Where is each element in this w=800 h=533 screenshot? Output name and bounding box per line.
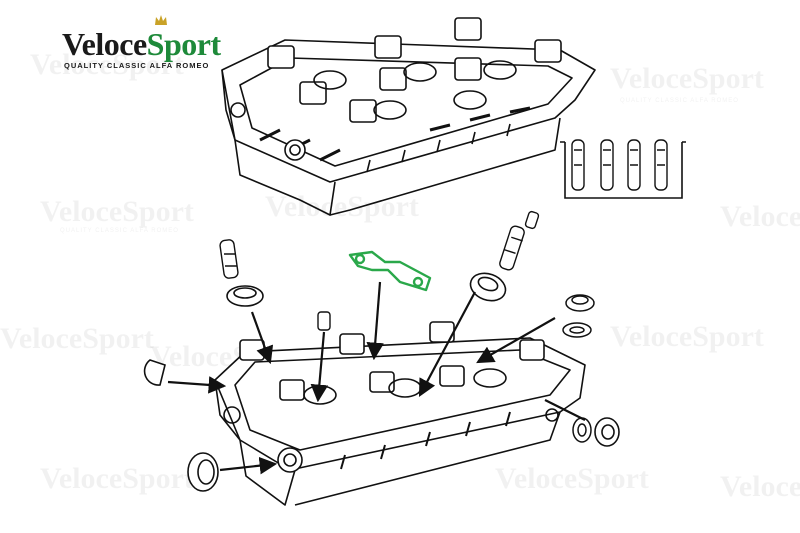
brand-name-part2: Sport xyxy=(146,26,221,62)
crown-icon xyxy=(155,15,167,25)
brand-logo: VeloceSport QUALITY CLASSIC ALFA ROMEO xyxy=(62,14,242,74)
brand-tagline: QUALITY CLASSIC ALFA ROMEO xyxy=(64,61,210,70)
leader-arrows xyxy=(167,281,586,475)
brand-name: VeloceSport xyxy=(62,26,221,63)
washer xyxy=(562,322,592,338)
lower-washer xyxy=(572,417,592,443)
brand-name-part1: Veloce xyxy=(62,26,147,62)
core-plug xyxy=(187,452,219,492)
highlighted-bracket xyxy=(348,250,432,292)
valve-seal-ring xyxy=(469,272,507,302)
cylinder-head-top xyxy=(221,17,596,216)
threaded-plug xyxy=(565,294,595,312)
valve-guides-set xyxy=(560,139,686,199)
cylinder-head-lower xyxy=(214,321,586,506)
lower-plug xyxy=(594,417,620,447)
dowel xyxy=(317,311,331,331)
valve-guide-loose xyxy=(499,210,540,271)
half-moon-plug xyxy=(143,359,166,386)
seal-ring xyxy=(226,285,264,307)
guide-pin xyxy=(219,239,239,279)
